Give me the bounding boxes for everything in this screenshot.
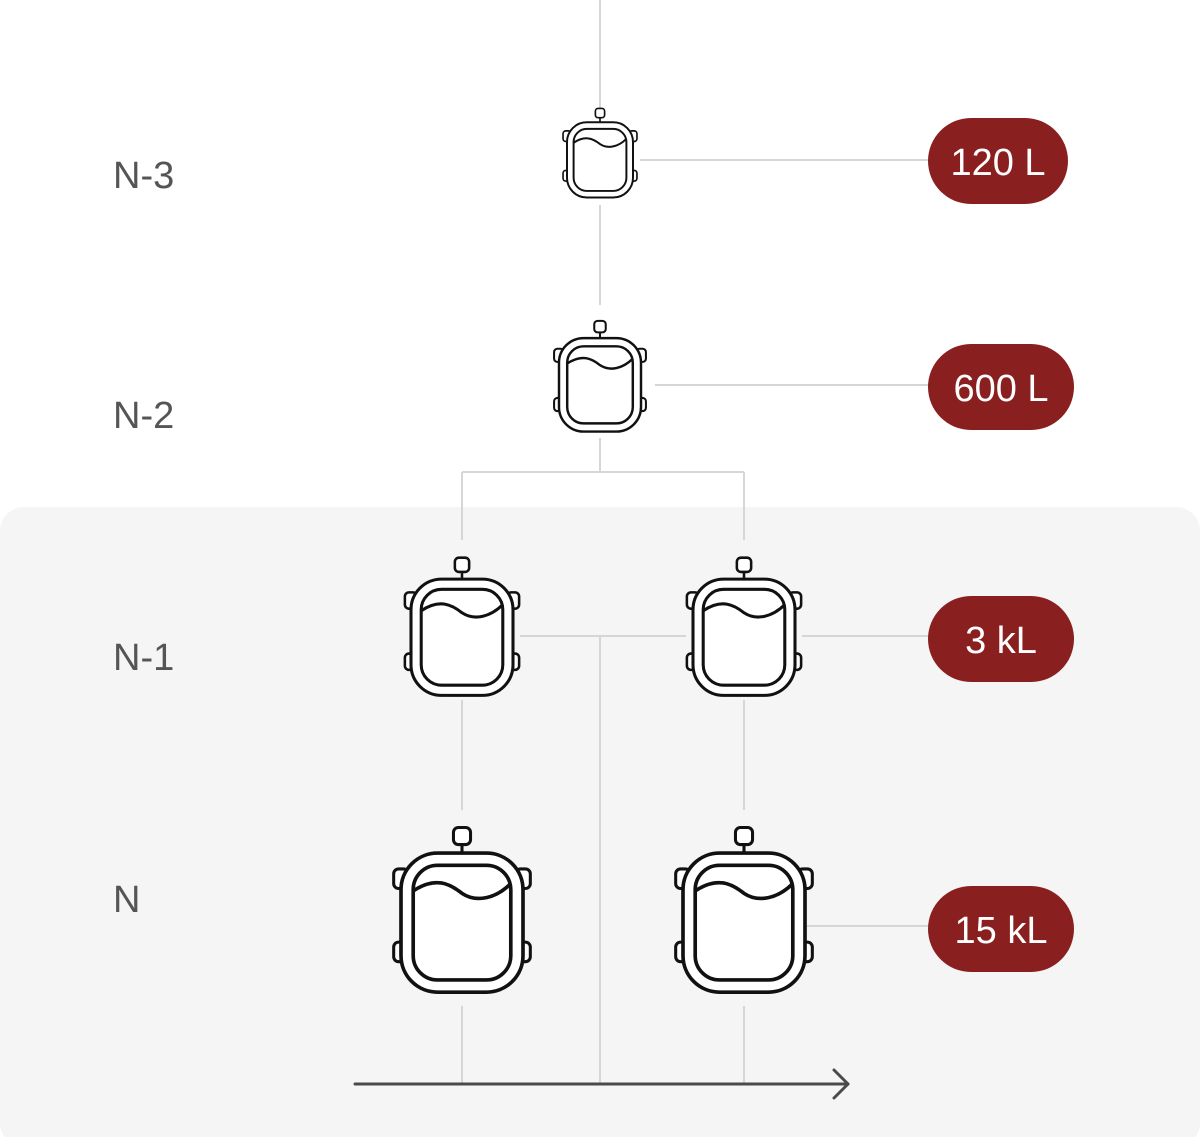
bioreactor-icon: [562, 107, 638, 199]
volume-label: 3 kL: [965, 620, 1037, 662]
stage-label-n-3: N-3: [113, 155, 174, 197]
arrow-right-icon: [353, 1068, 850, 1100]
volume-badge-n-2: 600 L: [928, 344, 1074, 430]
volume-label: 600 L: [953, 368, 1048, 410]
bioreactor-icon: [552, 319, 648, 433]
connector-lines: [461, 0, 930, 1084]
volume-badge-n: 15 kL: [928, 886, 1074, 972]
stage-label-n: N: [113, 879, 140, 921]
volume-label: 120 L: [950, 142, 1045, 184]
volume-badge-n-1: 3 kL: [928, 596, 1074, 682]
volume-label: 15 kL: [955, 910, 1048, 952]
volume-badge-n-3: 120 L: [928, 118, 1068, 204]
stage-label-n-2: N-2: [113, 395, 174, 437]
stage-label-n-1: N-1: [113, 637, 174, 679]
